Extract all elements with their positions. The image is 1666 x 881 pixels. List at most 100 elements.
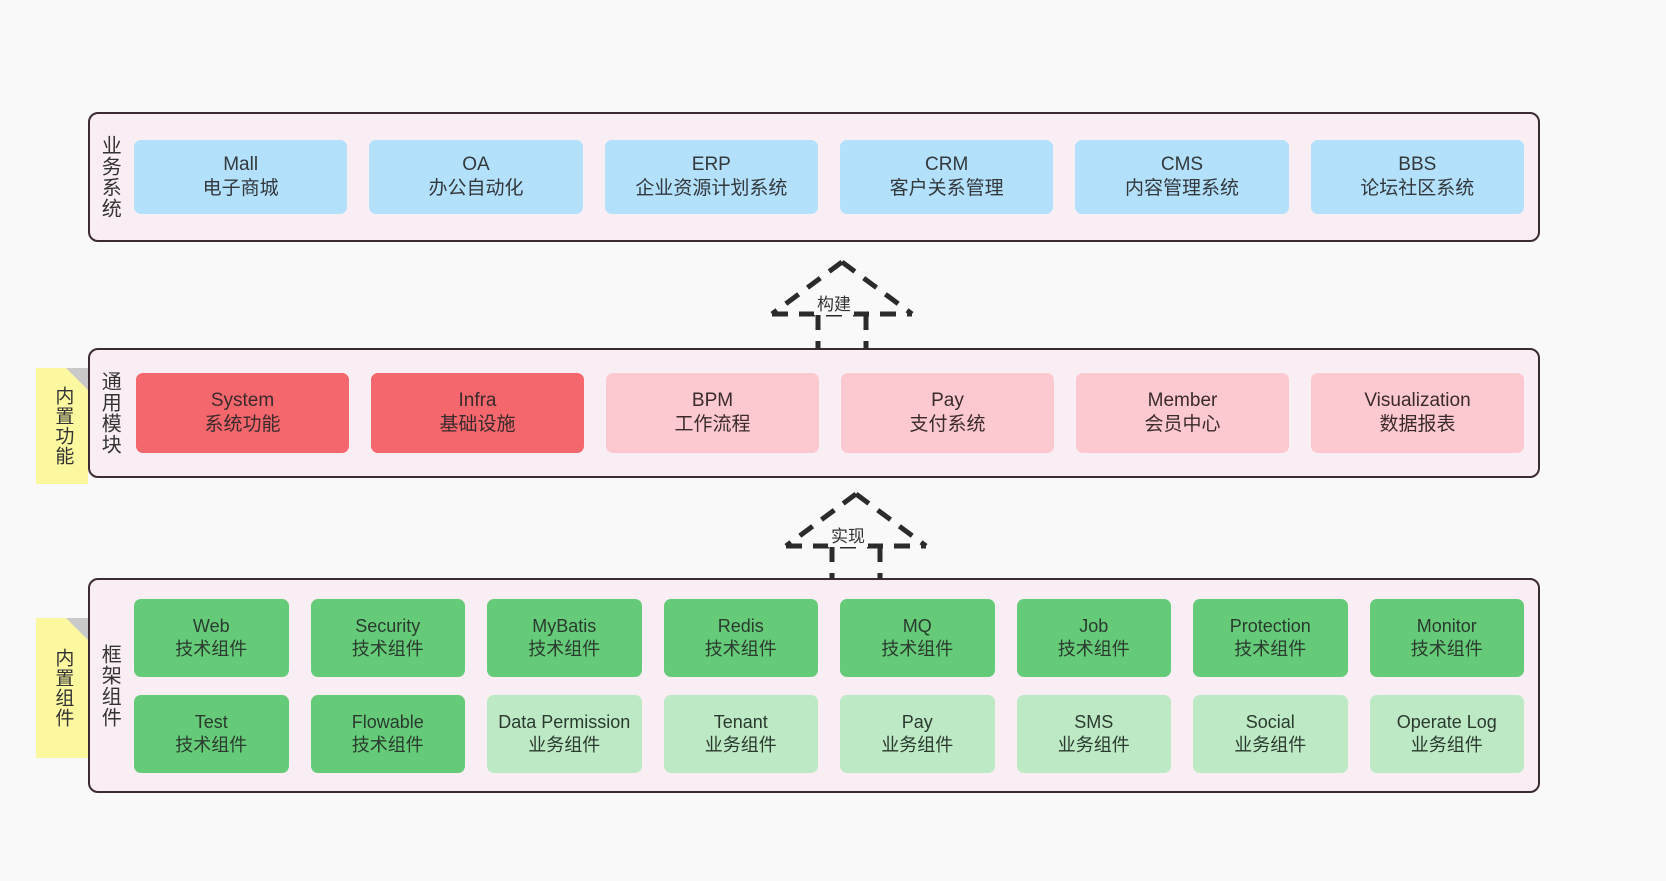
- layer-framework-component: 框架组件 Web 技术组件 Security 技术组件 MyBatis 技术组件…: [88, 578, 1540, 793]
- node-mall-name: Mall: [223, 153, 259, 175]
- node-flowable-sub: 技术组件: [351, 734, 424, 755]
- node-crm[interactable]: CRM 客户关系管理: [839, 140, 1054, 214]
- node-redis-sub: 技术组件: [704, 638, 777, 659]
- node-tenant[interactable]: Tenant 业务组件: [663, 694, 818, 773]
- node-bpm-name: BPM: [691, 389, 734, 411]
- node-pay-common-sub: 支付系统: [909, 414, 986, 435]
- layer-common-module: 通用模块 System 系统功能 Infra 基础设施 BPM 工作流程 Pay…: [88, 348, 1540, 478]
- node-bbs[interactable]: BBS 论坛社区系统: [1310, 140, 1524, 214]
- node-social-sub: 业务组件: [1234, 734, 1307, 755]
- node-monitor[interactable]: Monitor 技术组件: [1369, 598, 1524, 677]
- node-cms-sub: 内容管理系统: [1124, 178, 1239, 199]
- node-system-name: System: [210, 389, 275, 411]
- node-mq[interactable]: MQ 技术组件: [840, 598, 995, 677]
- node-infra[interactable]: Infra 基础设施: [371, 373, 584, 453]
- node-pay-component-sub: 业务组件: [881, 734, 954, 755]
- node-cms[interactable]: CMS 内容管理系统: [1075, 140, 1289, 214]
- node-infra-sub: 基础设施: [439, 414, 516, 435]
- node-protection-sub: 技术组件: [1234, 638, 1307, 659]
- note-builtin-function: 内置功能: [36, 368, 88, 484]
- note-builtin-component-label: 内置组件: [52, 648, 74, 728]
- node-mybatis-sub: 技术组件: [528, 638, 601, 659]
- node-mq-sub: 技术组件: [881, 638, 954, 659]
- node-data-permission-sub: 业务组件: [528, 734, 601, 755]
- node-member[interactable]: Member 会员中心: [1076, 373, 1289, 453]
- node-web[interactable]: Web 技术组件: [134, 598, 289, 677]
- note-builtin-function-label: 内置功能: [52, 386, 74, 466]
- node-tenant-name: Tenant: [713, 711, 768, 732]
- node-data-permission[interactable]: Data Permission 业务组件: [487, 694, 642, 773]
- node-pay-component[interactable]: Pay 业务组件: [840, 694, 995, 773]
- node-flowable-name: Flowable: [351, 711, 424, 732]
- node-cms-name: CMS: [1160, 153, 1204, 175]
- node-monitor-sub: 技术组件: [1410, 638, 1483, 659]
- node-mall[interactable]: Mall 电子商城: [134, 140, 348, 214]
- node-mall-sub: 电子商城: [202, 178, 279, 199]
- node-bbs-name: BBS: [1398, 153, 1437, 175]
- node-mq-name: MQ: [902, 615, 932, 636]
- node-test-sub: 技术组件: [175, 734, 248, 755]
- node-sms-name: SMS: [1074, 711, 1114, 732]
- node-oa[interactable]: OA 办公自动化: [369, 140, 583, 214]
- node-member-name: Member: [1147, 389, 1218, 411]
- node-redis-name: Redis: [717, 615, 764, 636]
- node-erp[interactable]: ERP 企业资源计划系统: [604, 140, 818, 214]
- node-redis[interactable]: Redis 技术组件: [663, 598, 818, 677]
- node-test[interactable]: Test 技术组件: [134, 694, 289, 773]
- node-erp-name: ERP: [691, 153, 731, 175]
- node-system[interactable]: System 系统功能: [136, 373, 349, 453]
- node-bpm[interactable]: BPM 工作流程: [606, 373, 819, 453]
- node-oa-sub: 办公自动化: [428, 178, 524, 199]
- node-operate-log[interactable]: Operate Log 业务组件: [1369, 694, 1524, 773]
- node-oa-name: OA: [462, 153, 490, 175]
- node-operate-log-sub: 业务组件: [1410, 734, 1483, 755]
- node-operate-log-name: Operate Log: [1396, 711, 1497, 732]
- node-protection[interactable]: Protection 技术组件: [1193, 598, 1348, 677]
- layer-common-body: System 系统功能 Infra 基础设施 BPM 工作流程 Pay 支付系统…: [128, 350, 1538, 476]
- node-job[interactable]: Job 技术组件: [1016, 598, 1171, 677]
- arrow-implement: 实现: [766, 490, 946, 580]
- layer-business-system: 业务系统 Mall 电子商城 OA 办公自动化 ERP 企业资源计划系统 CRM…: [88, 112, 1540, 242]
- node-social-name: Social: [1245, 711, 1295, 732]
- layer-common-title: 通用模块: [98, 371, 121, 455]
- node-mybatis[interactable]: MyBatis 技术组件: [487, 598, 642, 677]
- node-sms[interactable]: SMS 业务组件: [1016, 694, 1171, 773]
- node-job-sub: 技术组件: [1057, 638, 1130, 659]
- node-system-sub: 系统功能: [204, 414, 281, 435]
- node-data-permission-name: Data Permission: [498, 711, 631, 732]
- note-builtin-component: 内置组件: [36, 618, 88, 758]
- node-infra-name: Infra: [458, 389, 497, 411]
- node-monitor-name: Monitor: [1416, 615, 1477, 636]
- node-bpm-sub: 工作流程: [674, 414, 751, 435]
- layer-framework-body: Web 技术组件 Security 技术组件 MyBatis 技术组件 Redi…: [128, 580, 1538, 791]
- node-pay-component-name: Pay: [901, 711, 933, 732]
- note-fold-corner-icon: [66, 368, 88, 390]
- node-visualization-sub: 数据报表: [1379, 414, 1456, 435]
- node-tenant-sub: 业务组件: [704, 734, 777, 755]
- node-member-sub: 会员中心: [1144, 414, 1221, 435]
- node-job-name: Job: [1079, 615, 1109, 636]
- node-security[interactable]: Security 技术组件: [310, 598, 465, 677]
- layer-business-title: 业务系统: [98, 135, 121, 219]
- layer-business-body: Mall 电子商城 OA 办公自动化 ERP 企业资源计划系统 CRM 客户关系…: [128, 114, 1538, 240]
- node-crm-sub: 客户关系管理: [889, 178, 1004, 199]
- node-web-name: Web: [192, 615, 230, 636]
- node-flowable[interactable]: Flowable 技术组件: [310, 694, 465, 773]
- node-security-name: Security: [355, 615, 421, 636]
- node-test-name: Test: [194, 711, 228, 732]
- node-visualization-name: Visualization: [1364, 389, 1471, 411]
- arrow-implement-label: 实现: [828, 527, 868, 547]
- business-row: Mall 电子商城 OA 办公自动化 ERP 企业资源计划系统 CRM 客户关系…: [134, 140, 1524, 214]
- node-pay-common-name: Pay: [931, 389, 964, 411]
- node-visualization[interactable]: Visualization 数据报表: [1311, 373, 1524, 453]
- node-social[interactable]: Social 业务组件: [1193, 694, 1348, 773]
- arrow-build: 构建: [752, 258, 932, 348]
- node-pay-common[interactable]: Pay 支付系统: [841, 373, 1054, 453]
- node-bbs-sub: 论坛社区系统: [1360, 178, 1475, 199]
- node-security-sub: 技术组件: [351, 638, 424, 659]
- node-mybatis-name: MyBatis: [532, 615, 597, 636]
- node-crm-name: CRM: [925, 153, 969, 175]
- node-erp-sub: 企业资源计划系统: [635, 178, 788, 199]
- note-fold-corner-icon: [66, 618, 88, 640]
